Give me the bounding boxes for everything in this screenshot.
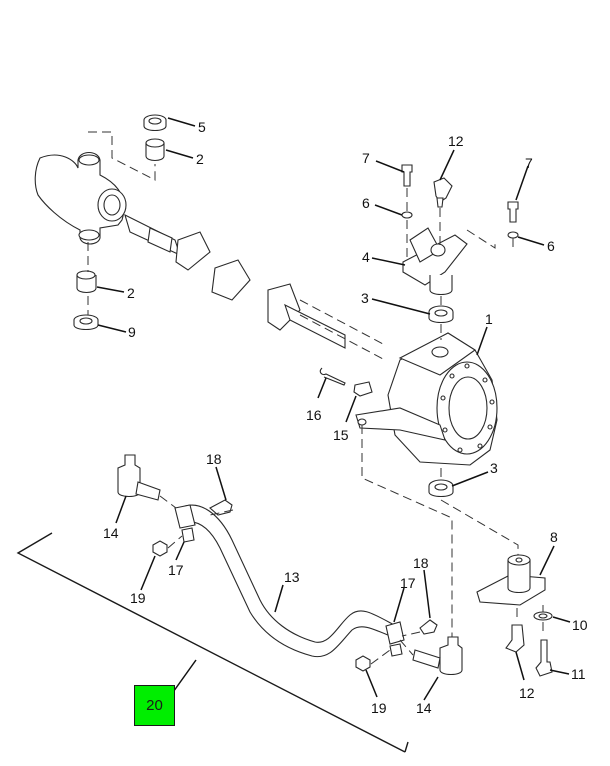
callout-17: 17 [400, 575, 416, 591]
callout-5: 5 [198, 119, 206, 135]
castle-nut-15 [353, 381, 373, 397]
callout-14: 14 [103, 525, 119, 541]
callout-10: 10 [572, 617, 588, 633]
tie-rod-end-14-right [412, 636, 463, 676]
callout-2: 2 [127, 285, 135, 301]
bolt-11 [535, 639, 553, 677]
seal-3-top [428, 305, 454, 324]
clamp-17-left [174, 504, 196, 543]
callout-17: 17 [168, 562, 184, 578]
clamp-bolt-18-left [209, 499, 233, 516]
bearing-cup-2-top [145, 138, 165, 162]
callout-4: 4 [362, 249, 370, 265]
reference-box-label: 20 [146, 697, 163, 714]
tie-rod-end-14-left [117, 454, 161, 501]
cotter-pin-16 [319, 367, 346, 386]
bearing-cup-2-bottom [76, 270, 97, 294]
callout-3: 3 [361, 290, 369, 306]
callout-3: 3 [490, 460, 498, 476]
clamp-17-right [385, 621, 405, 657]
bolt-7-right [507, 201, 519, 223]
clamp-bolt-18-right [419, 619, 438, 635]
upper-king-pin-cap-4 [402, 227, 468, 296]
callout-14: 14 [416, 700, 432, 716]
nut-19-right [355, 655, 371, 672]
callout-11: 11 [571, 666, 586, 682]
callout-18: 18 [413, 555, 429, 571]
washer-6-left [401, 211, 413, 219]
reference-box-20[interactable]: 20 [134, 685, 175, 726]
callout-9: 9 [128, 324, 136, 340]
nut-19-left [152, 540, 168, 557]
callout-8: 8 [550, 529, 558, 545]
axle-yoke [34, 151, 127, 245]
callout-19: 19 [130, 590, 146, 606]
callout-6: 6 [547, 238, 555, 254]
axle-shaft [124, 213, 346, 349]
callout-16: 16 [306, 407, 322, 423]
steering-knuckle-1 [355, 332, 498, 466]
grease-fitting-12-top [433, 177, 453, 208]
callout-12: 12 [519, 685, 535, 701]
lower-king-pin-cap-8 [476, 554, 546, 606]
reference-bracket [16, 532, 409, 753]
callout-6: 6 [362, 195, 370, 211]
callout-2: 2 [196, 151, 204, 167]
callout-1: 1 [485, 311, 493, 327]
seal-9 [73, 314, 99, 331]
seal-3-bottom [428, 479, 454, 498]
bolt-7-left [401, 164, 413, 187]
callout-7: 7 [362, 150, 370, 166]
knuckle-flange-holes [440, 363, 495, 453]
callout-12: 12 [448, 133, 464, 149]
callout-13: 13 [284, 569, 300, 585]
grease-fitting-12-bottom [505, 624, 525, 653]
callout-7: 7 [525, 155, 533, 171]
washer-10 [533, 611, 553, 621]
callout-18: 18 [206, 451, 222, 467]
callout-15: 15 [333, 427, 349, 443]
washer-6-right [507, 231, 519, 239]
callout-19: 19 [371, 700, 387, 716]
leader-lines [96, 117, 571, 701]
seal-5 [143, 114, 167, 132]
